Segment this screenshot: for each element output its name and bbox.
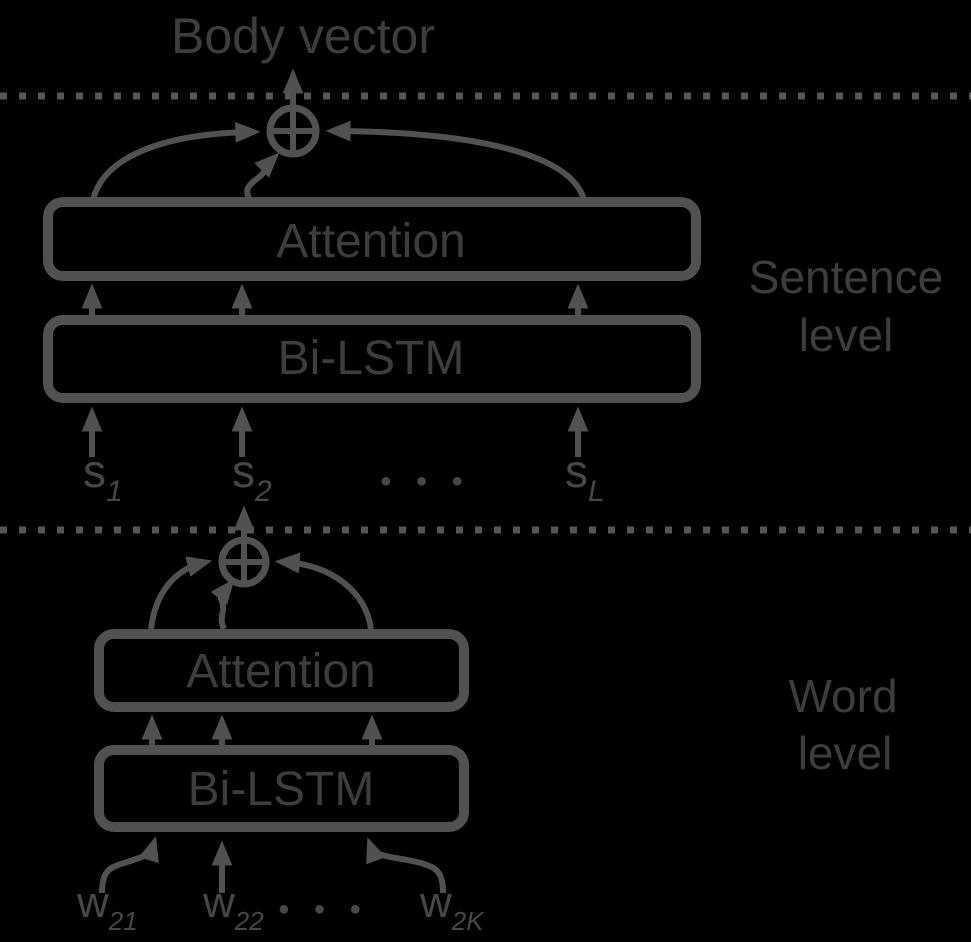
word-level-group: Attention Bi-LSTM w21 w22 ● ● ● w2K Word… bbox=[76, 505, 898, 936]
attention-box-sentence-label: Attention bbox=[276, 215, 465, 268]
attention-weight-squiggle-center bbox=[244, 152, 280, 202]
body-vector-label: Body vector bbox=[171, 8, 435, 64]
sentence-level-side-label-line2: level bbox=[799, 309, 894, 361]
attention-box-word-label: Attention bbox=[186, 645, 375, 698]
sentence-input-label-s2: s2 bbox=[232, 445, 272, 508]
sum-node-sentence-icon bbox=[266, 68, 320, 158]
word-input-curve-left bbox=[99, 835, 159, 894]
word-input-label-w22: w22 bbox=[202, 878, 264, 936]
sentence-input-label-s1: s1 bbox=[83, 445, 123, 508]
sentence-level-group: Attention Bi-LSTM s1 s2 ● ● ● sL Sentenc… bbox=[43, 68, 943, 508]
bilstm-box-sentence bbox=[43, 315, 701, 403]
attention-weight-curve-left bbox=[90, 121, 261, 201]
word-input-label-w2K: w2K bbox=[419, 878, 485, 936]
sum-node-word-icon bbox=[218, 505, 270, 588]
word-level-side-label-line1: Word bbox=[788, 670, 897, 722]
word-input-label-w21: w21 bbox=[76, 878, 138, 936]
attention-weight-curve-left bbox=[148, 556, 213, 630]
ellipsis-dots-word: ● ● ● bbox=[278, 898, 370, 920]
ellipsis-dots-sentence: ● ● ● bbox=[380, 470, 472, 492]
sentence-input-label-sL: sL bbox=[565, 445, 605, 508]
bilstm-box-sentence-label: Bi-LSTM bbox=[278, 332, 465, 385]
circle-plus-icon bbox=[266, 104, 320, 158]
attention-box-word bbox=[94, 629, 469, 712]
attention-weight-curve-right bbox=[325, 120, 587, 201]
word-level-side-label-line2: level bbox=[798, 727, 893, 779]
sentence-level-side-label-line1: Sentence bbox=[749, 251, 943, 303]
attention-box-sentence bbox=[43, 197, 701, 281]
attention-weight-squiggle-center bbox=[210, 578, 235, 631]
attention-weight-curve-right bbox=[274, 552, 374, 630]
bilstm-box-word-label: Bi-LSTM bbox=[188, 763, 375, 816]
word-input-curve-right bbox=[366, 837, 446, 894]
bilstm-box-word bbox=[94, 745, 469, 832]
circle-plus-icon bbox=[218, 536, 270, 588]
